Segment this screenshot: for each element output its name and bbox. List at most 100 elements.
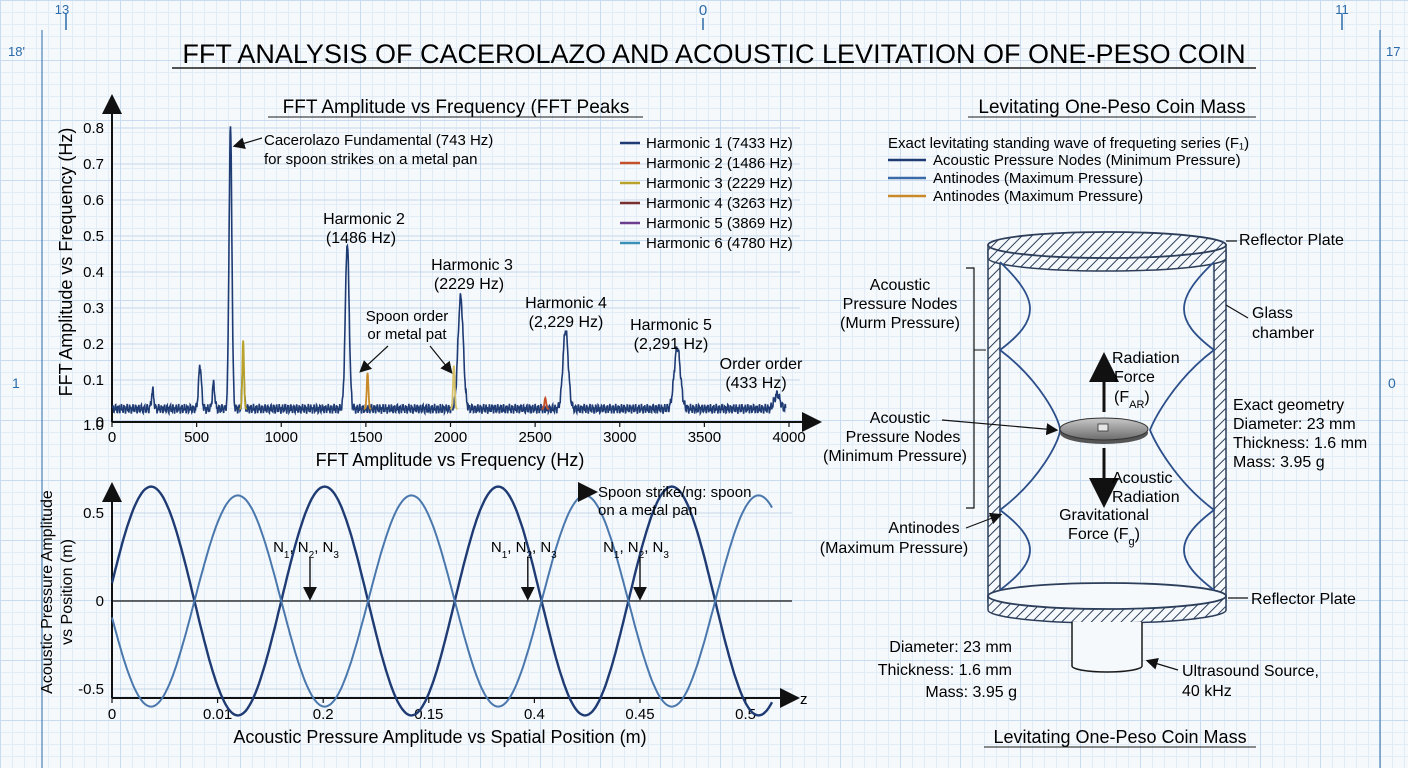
wave-y-ticks: 1.00.50-0.5-1.0: [78, 417, 104, 698]
fft-x-tick-label: 3500: [688, 429, 721, 446]
order-label: Order order: [720, 356, 803, 373]
wave-x-tick-label: 0.15: [414, 706, 443, 723]
nodes-top-label-line2: Pressure Nodes: [843, 296, 958, 313]
nodes-top-label-line3: (Murm Pressure): [840, 315, 960, 332]
fft-y-tick-label: 0: [96, 414, 104, 431]
fft-y-axis-label: FFT Amplitude vs Frequency (Hz): [56, 128, 76, 397]
fft-x-axis-label: FFT Amplitude vs Frequency (Hz): [316, 450, 585, 470]
radiation-label-line3: (FAR): [1114, 389, 1150, 411]
spec-thickness: Thickness: 1.6 mm: [878, 662, 1012, 679]
wave-x-tick-label: 0.2: [313, 706, 334, 723]
chamber-right-wall: [1213, 249, 1227, 603]
wave-x-tick-label: 0.5: [735, 706, 756, 723]
fft-legend-label: Harmonic 5 (3869 Hz): [646, 215, 793, 232]
edge-mark-top-left: 13: [55, 2, 69, 17]
fft-y-tick-label: 0.6: [83, 192, 104, 209]
nodes-mid-leader: [941, 419, 1059, 436]
harmonic-5-freq: (2,291 Hz): [634, 336, 709, 353]
fundamental-label-line1: Cacerolazo Fundamental (743 Hz): [264, 132, 493, 149]
fft-accent-peak: [450, 365, 458, 410]
wave-gridlines: [112, 512, 792, 690]
spec-diameter: Diameter: 23 mm: [889, 639, 1012, 656]
levitation-legend-label: Antinodes (Maximum Pressure): [933, 188, 1143, 205]
fft-harmonic-accents: [239, 340, 549, 410]
nodes-bracket: [966, 267, 975, 509]
wave-y-axis-label-line2: vs Position (m): [59, 539, 76, 645]
wave-node-label: N1, N2, N3: [273, 539, 339, 561]
spoon-order-label-line2: or metal pat: [367, 326, 447, 343]
edge-mark-right-top: 17: [1386, 44, 1400, 59]
wave-y-tick-label: 0.5: [83, 505, 104, 522]
wave-y-tick-label: 0: [96, 593, 104, 610]
spoon-strike-label-line1: Spoon strike/ng: spoon: [598, 484, 751, 501]
harmonic-4-freq: (2,229 Hz): [529, 314, 604, 331]
ultrasound-source: [1071, 622, 1143, 673]
wave-y-tick-label: -0.5: [78, 681, 104, 698]
geometry-label-line3: Thickness: 1.6 mm: [1233, 435, 1367, 452]
antinodes-label-line1: Antinodes: [888, 520, 959, 537]
wave-z-label: z: [800, 691, 808, 708]
nodes-top-label-line1: Acoustic: [870, 277, 930, 294]
fft-x-tick-label: 4000: [772, 429, 805, 446]
radiation-label-line1: Radiation: [1112, 350, 1180, 367]
fft-legend: Harmonic 1 (7433 Hz) Harmonic 2 (1486 Hz)…: [620, 135, 793, 252]
levitation-heading: Levitating One-Peso Coin Mass: [978, 97, 1245, 118]
fft-x-tick-label: 1000: [265, 429, 298, 446]
fft-y-tick-label: 0.2: [83, 336, 104, 353]
fft-spectrum-line: [111, 126, 787, 417]
fft-accent-peak: [363, 372, 372, 410]
fft-chart: FFT Amplitude vs Frequency (FFT Peaks 00…: [56, 94, 822, 470]
fft-x-tick-label: 500: [184, 429, 209, 446]
fft-x-tick-label: 2500: [518, 429, 551, 446]
fft-y-tick-label: 0.8: [83, 120, 104, 137]
levitation-legend-label: Antinodes (Maximum Pressure): [933, 170, 1143, 187]
levitation-legend-label: Acoustic Pressure Nodes (Minimum Pressur…: [933, 152, 1241, 169]
wave-y-axis-label-line1: Acoustic Pressure Amplitude: [39, 490, 56, 694]
wave-node-markers: N1, N2, N3 N1, N2, N3 N1, N2, N3: [273, 539, 669, 601]
fft-legend-label: Harmonic 3 (2229 Hz): [646, 175, 793, 192]
spoon-strike-label-line2: on a metal pan: [598, 502, 697, 519]
fft-x-tick-label: 1500: [349, 429, 382, 446]
acoustic-radiation-label-line1: Acoustic: [1112, 470, 1172, 487]
fft-legend-label: Harmonic 1 (7433 Hz): [646, 135, 793, 152]
geometry-label-line4: Mass: 3.95 g: [1233, 454, 1325, 471]
chamber-left-wall: [987, 249, 1001, 603]
fft-x-tick-label: 3000: [603, 429, 636, 446]
fft-legend-label: Harmonic 6 (4780 Hz): [646, 235, 793, 252]
wave-node-label: N1, N2, N3: [603, 539, 669, 561]
fundamental-arrow: [232, 137, 263, 150]
edge-mark-left-mid: 1: [12, 375, 20, 391]
wave-x-tick-label: 0.01: [203, 706, 232, 723]
fft-legend-label: Harmonic 2 (1486 Hz): [646, 155, 793, 172]
fft-x-tick-label: 0: [108, 429, 116, 446]
coin-emblem: [1097, 423, 1109, 432]
levitation-legend: Acoustic Pressure Nodes (Minimum Pressur…: [888, 152, 1241, 205]
wave-node-label: N1, N2, N3: [491, 539, 557, 561]
wave-y-tick-label: 1.0: [83, 417, 104, 434]
glass-label-line2: chamber: [1252, 325, 1315, 342]
gravitational-label-line1: Gravitational: [1059, 507, 1149, 524]
fft-y-tick-label: 0.5: [83, 228, 104, 245]
levitation-footer: Levitating One-Peso Coin Mass: [993, 727, 1246, 747]
glass-leader: [1225, 304, 1249, 319]
spoon-order-label-line1: Spoon order: [366, 308, 449, 325]
edge-mark-right-mid: 0: [1388, 375, 1396, 391]
levitation-legend-title: Exact levitating standing wave of freque…: [888, 135, 1249, 152]
nodes-mid-label-line2: Pressure Nodes: [846, 429, 961, 446]
order-freq: (433 Hz): [725, 375, 786, 392]
ultrasound-label-line1: Ultrasound Source,: [1182, 663, 1319, 680]
harmonic-4-label: Harmonic 4: [525, 295, 607, 312]
fft-legend-label: Harmonic 4 (3263 Hz): [646, 195, 793, 212]
antinodes-leader: [965, 512, 1003, 529]
spec-mass: Mass: 3.95 g: [925, 684, 1017, 701]
wave-chart: z 1.00.50-0.5-1.0 00.010.20.150.40.450.5…: [39, 417, 808, 747]
harmonic-2-freq: (1486 Hz): [326, 230, 396, 247]
glass-label-line1: Glass: [1252, 305, 1293, 322]
fft-y-ticks: 00.10.20.30.40.50.60.70.8: [83, 120, 104, 431]
edge-mark-top-center: 0: [699, 2, 707, 19]
geometry-label-line1: Exact geometry: [1233, 397, 1344, 414]
fft-accent-peak: [541, 395, 549, 410]
nodes-mid-label-line1: Acoustic: [870, 410, 930, 427]
